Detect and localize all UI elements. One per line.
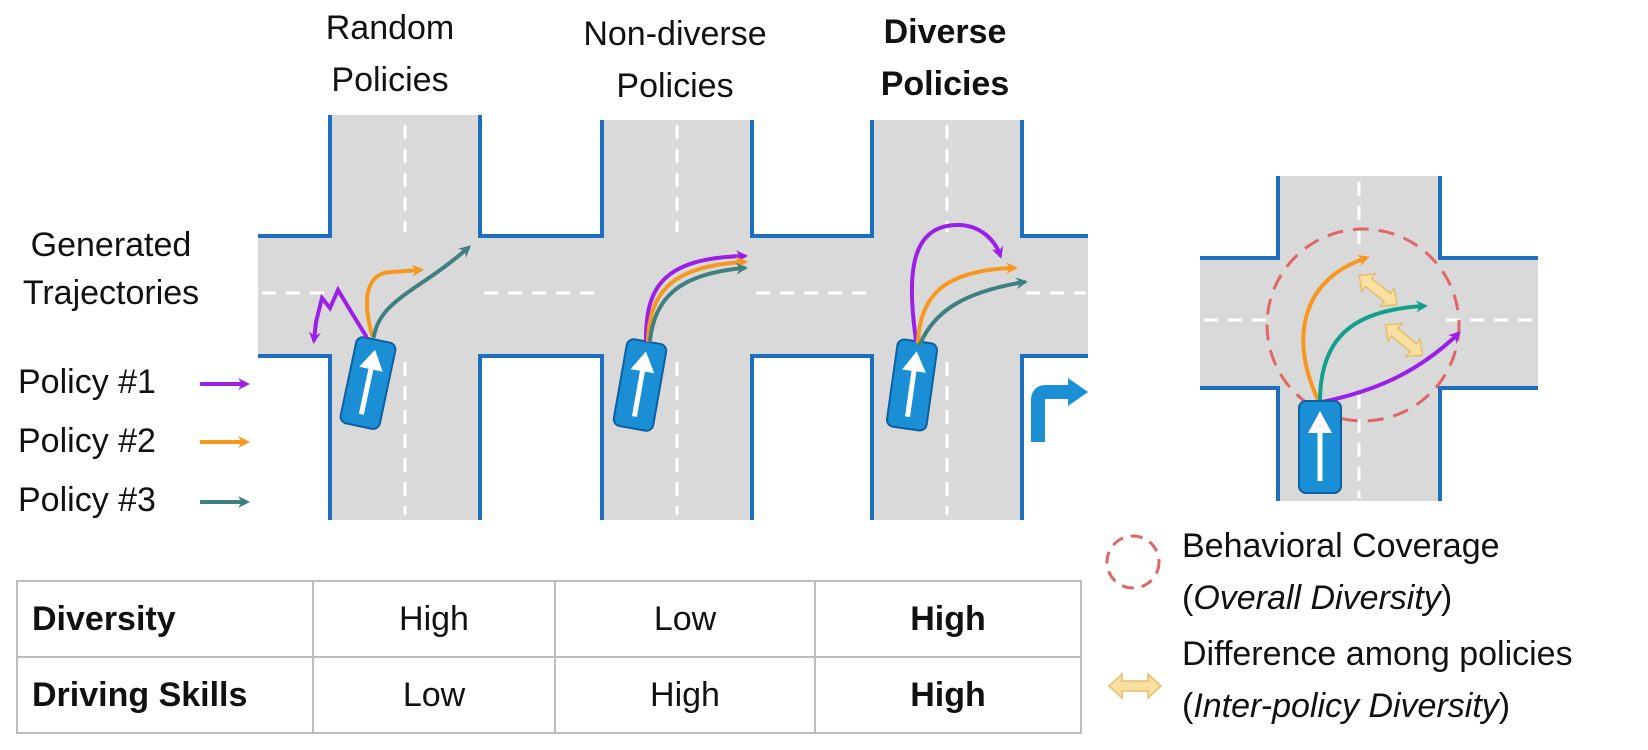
cell-skills-random: Low (312, 656, 556, 734)
nondiverse-policy-1-trajectory (644, 250, 748, 342)
cell-diversity-random: High (312, 580, 556, 658)
legend-coverage-subtitle: (Overall Diversity) (1182, 579, 1453, 617)
column-header-diverse-line1: Diverse (883, 13, 1007, 51)
policy-legend-arrows (200, 378, 250, 508)
coverage-intersection (1200, 176, 1538, 501)
coverage-policy-3-trajectory (1318, 300, 1428, 403)
cell-diversity-diverse: High (814, 580, 1082, 658)
column-header-diverse: Diverse Policies (840, 12, 1050, 104)
behavioral-coverage-circle (1265, 227, 1461, 423)
car-icon-random (339, 336, 397, 430)
nondiverse-policy-3-trajectory (648, 262, 748, 342)
column-header-random-line1: Random (325, 9, 455, 47)
column-header-diverse-line2: Policies (880, 65, 1010, 103)
cell-skills-nondiverse: High (554, 656, 816, 734)
random-policy-1-trajectory (308, 285, 368, 344)
column-header-nondiverse-line1: Non-diverse (583, 15, 767, 53)
coverage-policy-2-trajectory (1301, 254, 1370, 401)
coverage-legend-icon (1105, 534, 1161, 590)
generated-trajectories-label: Generated Trajectories (6, 225, 216, 313)
nondiverse-policy-2-trajectory (646, 256, 748, 342)
difference-arrow-icon-lower (1384, 323, 1424, 357)
diverse-policy-3-trajectory (918, 277, 1028, 346)
diverse-policy-1-trajectory (909, 222, 1004, 342)
column-header-random: Random Policies (290, 8, 490, 100)
difference-arrow-icon-upper (1358, 273, 1398, 307)
car-icon-coverage (1298, 400, 1342, 494)
row-label-driving-skills: Driving Skills (16, 656, 314, 734)
policy-3-label: Policy #3 (18, 481, 156, 519)
trajectories-diverse (909, 222, 1028, 346)
table-row-diversity: Diversity High Low High (16, 580, 1082, 658)
trajectories-random (308, 245, 472, 344)
cell-diversity-nondiverse: Low (554, 580, 816, 658)
diverse-policy-2-trajectory (916, 262, 1018, 344)
policy-1-label: Policy #1 (18, 363, 156, 401)
legend-difference-text: Difference among policies (Inter-policy … (1182, 628, 1573, 732)
car-icon-nondiverse (612, 338, 668, 432)
coverage-policy-1-trajectory (1321, 331, 1461, 404)
table-row-driving-skills: Driving Skills Low High High (16, 656, 1082, 734)
legend-difference-subtitle: (Inter-policy Diversity) (1182, 687, 1511, 725)
generated-trajectories-line1: Generated (30, 226, 192, 264)
column-header-nondiverse: Non-diverse Policies (540, 14, 810, 106)
random-policy-2-trajectory (364, 264, 424, 337)
row-label-diversity: Diversity (16, 580, 314, 658)
column-header-random-line2: Policies (331, 61, 449, 99)
cell-skills-diverse: High (814, 656, 1082, 734)
policy-2-label: Policy #2 (18, 422, 156, 460)
column-header-nondiverse-line2: Policies (616, 67, 734, 105)
generated-trajectories-line2: Trajectories (22, 274, 200, 312)
trajectories-nondiverse (644, 250, 748, 342)
legend-coverage-title: Behavioral Coverage (1182, 527, 1500, 565)
legend-coverage-text: Behavioral Coverage (Overall Diversity) (1182, 520, 1500, 624)
legend-difference-title: Difference among policies (1182, 635, 1573, 673)
difference-legend-icon (1107, 672, 1163, 700)
summary-table: Diversity High Low High Driving Skills L… (16, 580, 1082, 734)
turn-right-sign-icon (1031, 378, 1088, 442)
random-policy-3-trajectory (372, 245, 472, 338)
